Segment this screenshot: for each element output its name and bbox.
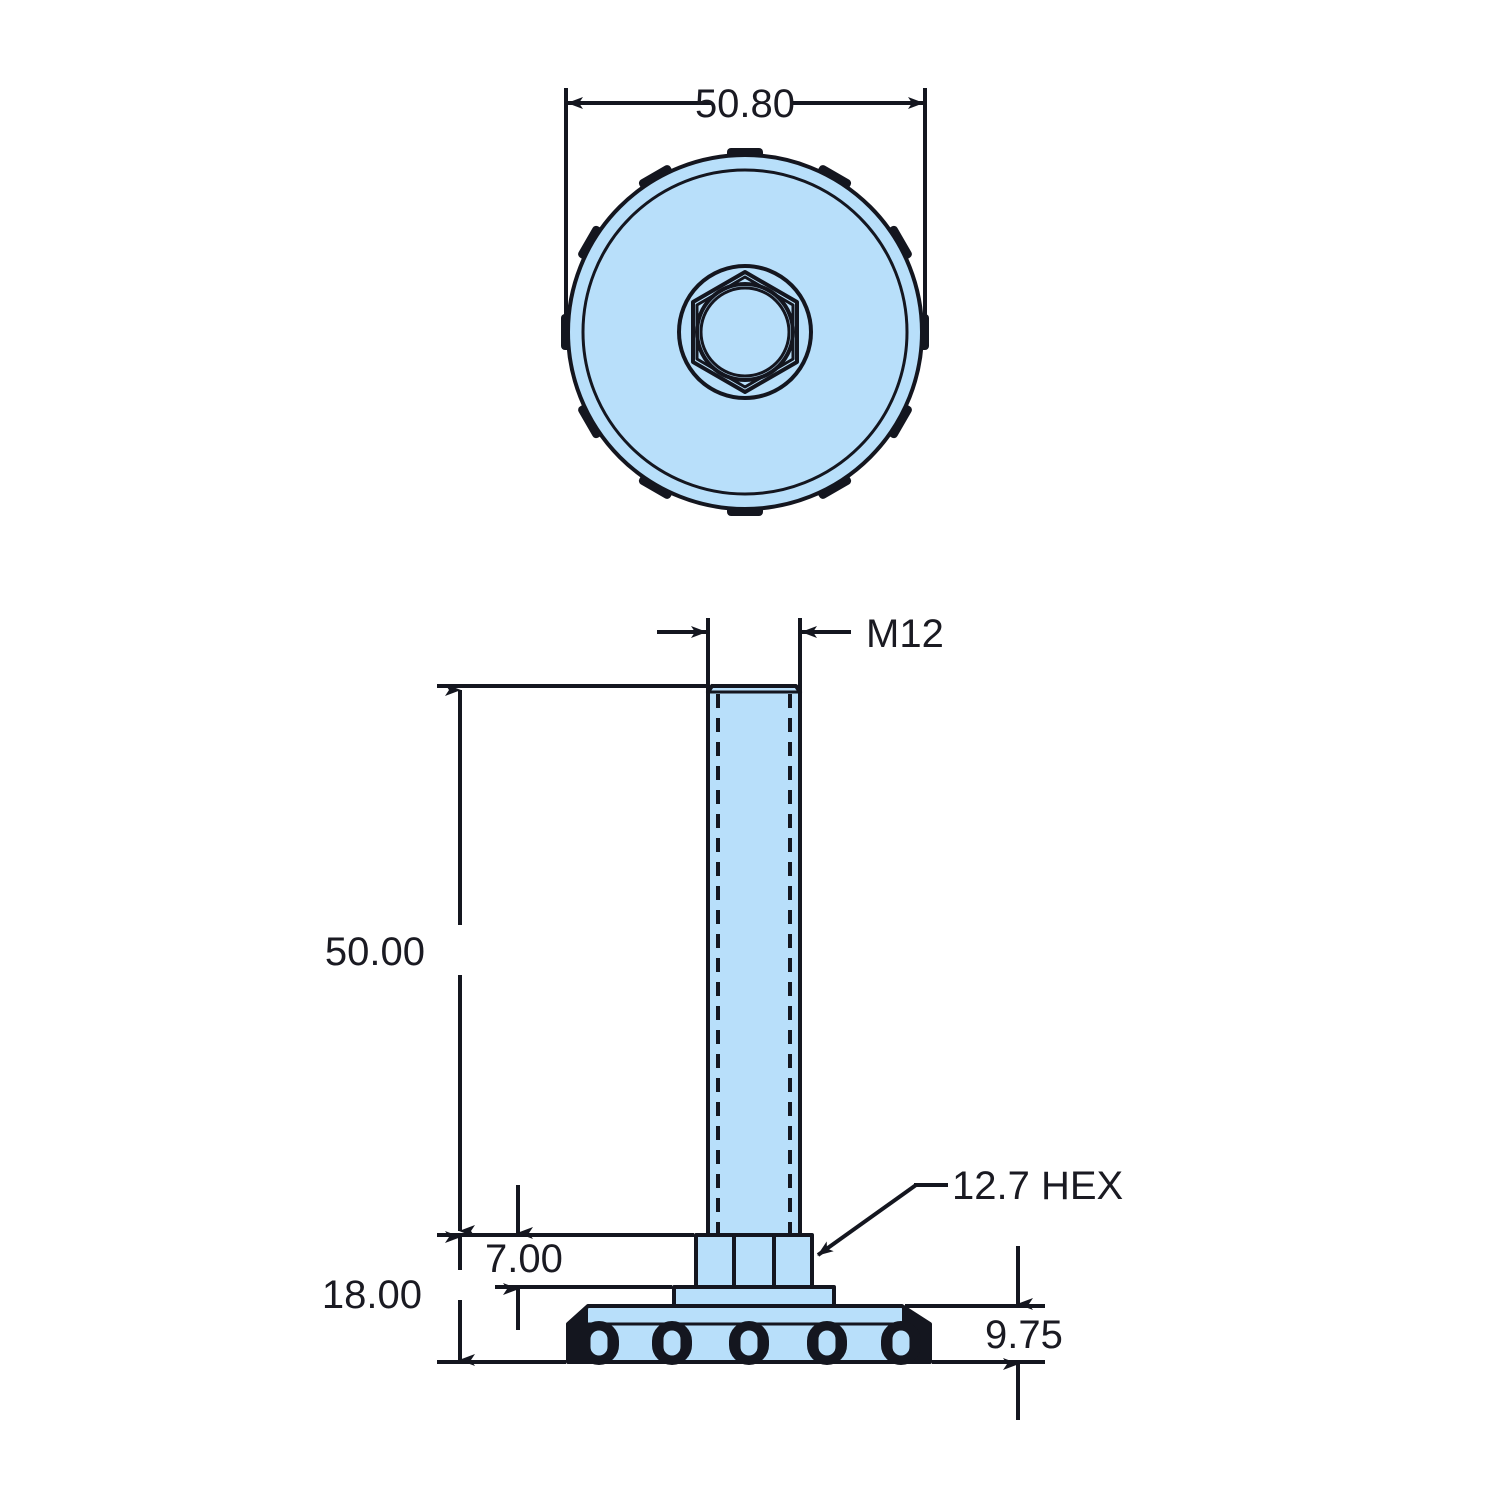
dimension-50-00: 50.00	[325, 684, 706, 1237]
front-view-stem-fill	[708, 690, 800, 1235]
dim-50-00-label: 50.00	[325, 930, 425, 974]
dimension-m12: M12	[657, 612, 944, 690]
dim-12-7-hex-leader-slant	[816, 1183, 918, 1257]
dimension-7-00: 7.00	[437, 1185, 694, 1330]
dim-12-7-hex-label: 12.7 HEX	[952, 1164, 1123, 1208]
top-view	[561, 148, 929, 516]
dim-7-00-label: 7.00	[485, 1237, 563, 1281]
base-side-hole	[729, 1321, 769, 1365]
top-view-thread-circle	[695, 282, 795, 382]
dimension-12-7-hex: 12.7 HEX	[816, 1164, 1123, 1257]
front-view	[566, 684, 932, 1365]
top-view-boss-circle	[677, 264, 813, 400]
top-view-chamfer-circle	[581, 168, 909, 496]
base-side-hole	[579, 1321, 619, 1365]
front-view-hex-flange-fill	[696, 1235, 812, 1293]
front-view-washer-plate-fill	[674, 1287, 834, 1309]
base-side-hole	[881, 1321, 921, 1365]
dimension-9-75: 9.75	[905, 1246, 1063, 1420]
base-side-hole	[652, 1321, 692, 1365]
dim-m12-label: M12	[866, 612, 944, 656]
top-view-outer-circle	[566, 153, 924, 511]
dim-18-00-label: 18.00	[322, 1273, 422, 1317]
dimension-18-00: 18.00	[322, 1231, 566, 1366]
base-side-hole	[807, 1321, 847, 1365]
dim-50-80-label: 50.80	[695, 82, 795, 126]
top-view-hex-fill	[693, 272, 797, 392]
top-view-hex-inner-outline	[695, 275, 795, 389]
dimension-50-80: 50.80	[564, 82, 927, 330]
front-view-base-side-holes	[579, 1321, 921, 1365]
top-view-hex-outline	[691, 270, 799, 394]
top-view-thread-inner-circle	[699, 286, 791, 378]
dim-9-75-label: 9.75	[985, 1313, 1063, 1357]
